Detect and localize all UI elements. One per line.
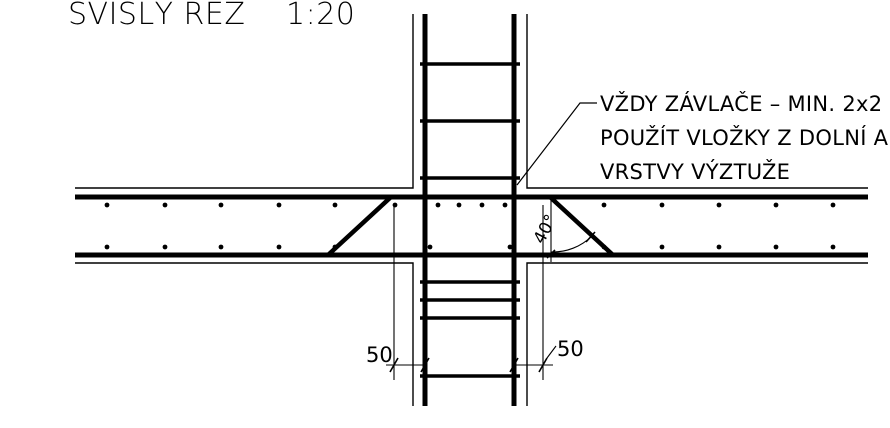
angle-dimension xyxy=(546,197,596,262)
dimension-tick xyxy=(420,357,430,373)
distribution-bar-dot xyxy=(276,202,282,208)
column-longitudinal-bars xyxy=(422,14,517,406)
column-upper-right-outline xyxy=(526,14,868,189)
distribution-bar-dot xyxy=(218,202,224,208)
distribution-bar-dot xyxy=(659,244,665,250)
column-upper-left-outline xyxy=(75,14,414,189)
distribution-bar-dot xyxy=(502,202,508,208)
distribution-bar-dot xyxy=(507,244,513,250)
title-label: SVISLÝ ŘEZ xyxy=(68,0,245,32)
dimension-left xyxy=(386,205,430,380)
distribution-bar-dot xyxy=(276,244,282,250)
note-leader-line xyxy=(516,102,597,186)
distribution-bar-dot xyxy=(392,202,398,208)
slab-top-distribution-bars xyxy=(104,202,836,208)
distribution-bar-dot xyxy=(716,244,722,250)
distribution-bar-dot xyxy=(104,202,110,208)
distribution-bar-dot xyxy=(601,202,607,208)
distribution-bar-dot xyxy=(332,244,338,250)
note-line-3: VRSTVY VÝZTUŽE xyxy=(600,159,790,184)
distribution-bar-dot xyxy=(716,202,722,208)
distribution-bar-dot xyxy=(104,244,110,250)
note-line-1: VŽDY ZÁVLAČE – MIN. 2x2 P xyxy=(600,91,890,116)
distribution-bar-dot xyxy=(659,202,665,208)
dimension-right-value: 50 xyxy=(557,337,584,361)
angle-tick xyxy=(546,249,556,259)
bent-bar-left xyxy=(326,194,420,257)
distribution-bar-dot xyxy=(427,244,433,250)
distribution-bar-dot xyxy=(773,244,779,250)
distribution-bar-dot xyxy=(830,244,836,250)
angle-arc xyxy=(550,235,593,253)
dimension-left-value: 50 xyxy=(366,343,393,367)
distribution-bar-dot xyxy=(332,202,338,208)
note-line-2: POUŽÍT VLOŽKY Z DOLNÍ A H xyxy=(600,125,890,150)
distribution-bar-dot xyxy=(773,202,779,208)
bent-up-bars xyxy=(326,194,640,258)
slab-main-bars xyxy=(75,194,868,258)
distribution-bar-dot xyxy=(456,202,462,208)
column-lower-right-outline xyxy=(526,262,868,406)
drawing-title: SVISLÝ ŘEZ 1:20 xyxy=(68,0,355,32)
slab-bottom-distribution-bars xyxy=(104,244,836,250)
column-stirrups xyxy=(420,62,520,378)
dimension-tick xyxy=(538,357,548,373)
distribution-bar-dot xyxy=(601,244,607,250)
distribution-bar-dot xyxy=(479,202,485,208)
title-scale: 1:20 xyxy=(286,0,355,32)
dimension-right xyxy=(509,205,557,380)
distribution-bar-dot xyxy=(830,202,836,208)
concrete-outline xyxy=(75,14,868,406)
dimension-tick xyxy=(509,357,519,373)
dimension-leader xyxy=(546,345,557,359)
dimension-tick xyxy=(389,357,399,373)
distribution-bar-dot xyxy=(162,202,168,208)
bent-bar-right xyxy=(520,194,640,258)
angle-label: 40° xyxy=(530,211,562,247)
angle-tick xyxy=(585,231,596,243)
distribution-bar-dot xyxy=(218,244,224,250)
distribution-bar-dot xyxy=(162,244,168,250)
column-lower-left-outline xyxy=(75,262,414,406)
reinforcement-note: VŽDY ZÁVLAČE – MIN. 2x2 P POUŽÍT VLOŽKY … xyxy=(600,91,890,184)
distribution-bar-dot xyxy=(435,202,441,208)
